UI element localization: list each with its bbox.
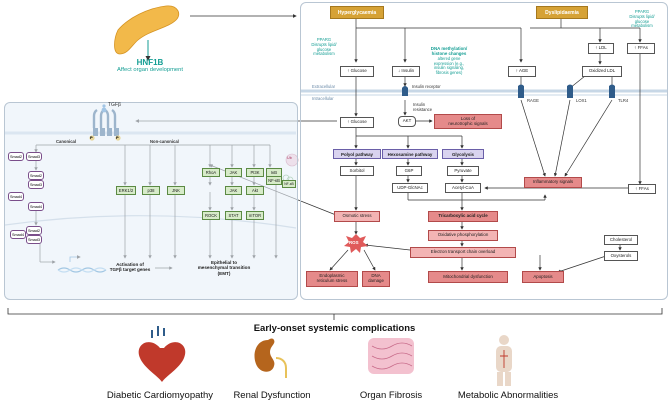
- pyruvate-box: Pyruvate: [447, 166, 479, 176]
- right-panel: [300, 2, 668, 300]
- affect-organ-label: Affect organ development: [117, 67, 183, 73]
- akt-box: AKT: [398, 116, 416, 127]
- er-stress-box: Endoplasmic reticulum stress: [306, 271, 358, 287]
- nfkb-box: NF-κB: [266, 176, 282, 185]
- dyslipidaemia-box: Dyslipidaemia: [536, 6, 588, 19]
- p38-box: p38: [142, 186, 160, 195]
- heart-icon: [138, 326, 186, 382]
- sorbitol-box: Sorbitol: [340, 166, 374, 176]
- rhoa-box: RhoA: [202, 168, 220, 177]
- intracellular-label: Intracellular: [312, 96, 334, 101]
- left-panel: [4, 102, 298, 300]
- body-icon: [496, 335, 512, 386]
- insulin-receptor-label: Insulin receptor: [412, 84, 441, 89]
- oxidized-ldl-box: Oxidized LDL: [582, 66, 622, 77]
- emt-label: Epithelial to mesenchymal transition (EM…: [197, 260, 251, 276]
- dna-damage-box: DNA damage: [362, 271, 390, 287]
- smad2-box: Smad2: [8, 152, 24, 161]
- lox1-label: LOX1: [576, 98, 587, 103]
- pparg-right-label: PPARG Disrupts lipid/ glucose metabolism: [629, 9, 655, 29]
- organ-label-renal: Renal Dysfunction: [233, 390, 311, 401]
- age-box: ↑ AGE: [508, 66, 536, 77]
- smad3-nuc-box: Smad3: [26, 235, 42, 244]
- ldl-box: ↑ LDL: [588, 43, 614, 54]
- hnf1b-label: HNF1B: [136, 58, 164, 67]
- smad4-box: Smad4: [8, 192, 24, 201]
- acetyl-coa-box: Acetyl-CoA: [445, 183, 481, 193]
- smad3-box: Smad3: [26, 152, 42, 161]
- p-right: P: [116, 135, 119, 140]
- tissue-icon: [368, 338, 414, 374]
- stat-box: STAT: [225, 211, 242, 220]
- osmotic-stress-box: Osmotic stress: [334, 211, 380, 222]
- non-canonical-label: Non-canonical: [150, 139, 179, 144]
- hyperglycaemia-box: Hyperglycaemia: [330, 6, 384, 19]
- tca-cycle-box: Tricarboxylic acid cycle: [428, 211, 498, 222]
- ffas-top-box: ↑ FFAs: [627, 43, 655, 54]
- inflammatory-signals-box: Inflammatory signals: [524, 177, 582, 188]
- activation-label: Activation of TGFβ target genes: [109, 262, 151, 273]
- hexosamine-pathway-box: Hexosamine pathway: [382, 149, 438, 159]
- canonical-label: Canonical: [56, 139, 77, 144]
- glucose-intracellular: ↑ Glucose: [340, 117, 374, 128]
- apoptosis-box: Apoptosis: [522, 271, 564, 283]
- ros-label: ROS: [349, 240, 359, 245]
- glycolysis-box: Glycolysis: [442, 149, 484, 159]
- glucose-extracellular: ↑ Glucose: [340, 66, 374, 77]
- extracellular-label: Extracellular: [312, 84, 336, 89]
- smad4-complex-box: Smad4: [28, 202, 44, 211]
- ub-label: Ub: [287, 156, 292, 160]
- oxphos-box: Oxidative phosphorylation: [428, 230, 498, 241]
- kidney-icon: [254, 338, 287, 378]
- insulin-box: ↓ Insulin: [392, 66, 420, 77]
- insulin-resistance-label: Insulin resistance: [413, 102, 433, 112]
- jak-mid-box: JAK: [225, 186, 242, 195]
- akt-left-box: Akt: [246, 186, 264, 195]
- udp-glcnac-box: UDP-GlcNAc: [392, 183, 428, 193]
- pparg-left-label: PPARG Disrupts lipid/ glucose metabolism: [311, 37, 337, 57]
- ffas-intracellular-box: ↑ FFAs: [628, 184, 656, 194]
- organ-label-cardiomyopathy: Diabetic Cardiomyopathy: [106, 390, 214, 401]
- pancreas-icon: [114, 5, 180, 55]
- cholesterol-box: Cholesterol: [604, 235, 638, 245]
- smad2-p-box: Smad2: [28, 171, 44, 180]
- mtor-box: mTOR: [246, 211, 264, 220]
- rage-label: RAGE: [527, 98, 539, 103]
- ros-burst-icon: [344, 234, 368, 253]
- organ-label-metabolic: Metabolic Abnormalities: [457, 390, 559, 401]
- dna-methylation-sub: altered gene expression (e.g., insulin s…: [433, 56, 465, 76]
- nfkb-free-box: NF-κB: [282, 180, 296, 188]
- tgfb-label: TGFβ: [108, 102, 121, 108]
- pi3k-box: PI3K: [246, 168, 264, 177]
- loss-neurotrophic-box: Loss of neurotrophic signals: [434, 114, 502, 129]
- erk-box: ERK1/2: [116, 186, 136, 195]
- smad3-p-box: Smad3: [28, 180, 44, 189]
- etc-overload-box: Electron transport chain overload: [410, 247, 516, 258]
- jak-top-box: JAK: [225, 168, 242, 177]
- jnk-box: JNK: [167, 186, 185, 195]
- receptor-icons: [402, 84, 615, 98]
- organ-label-fibrosis: Organ Fibrosis: [359, 390, 423, 401]
- polyol-pathway-box: Polyol pathway: [333, 149, 381, 159]
- smad2-nuc-box: Smad2: [26, 226, 42, 235]
- oxysterols-box: Oxysterols: [604, 251, 638, 261]
- rock-box: ROCK: [202, 211, 220, 220]
- mitochondrial-dysfunction-box: Mitochondrial dysfunction: [428, 271, 508, 283]
- dna-methylation-label: DNA methylation/ histone changes: [430, 46, 468, 57]
- tlr4-label: TLR4: [618, 98, 629, 103]
- smad4-nuc-box: Smad4: [10, 230, 26, 239]
- p-left: P: [90, 135, 93, 140]
- g6p-box: G6P: [396, 166, 422, 176]
- complications-title: Early-onset systemic complications: [253, 323, 416, 334]
